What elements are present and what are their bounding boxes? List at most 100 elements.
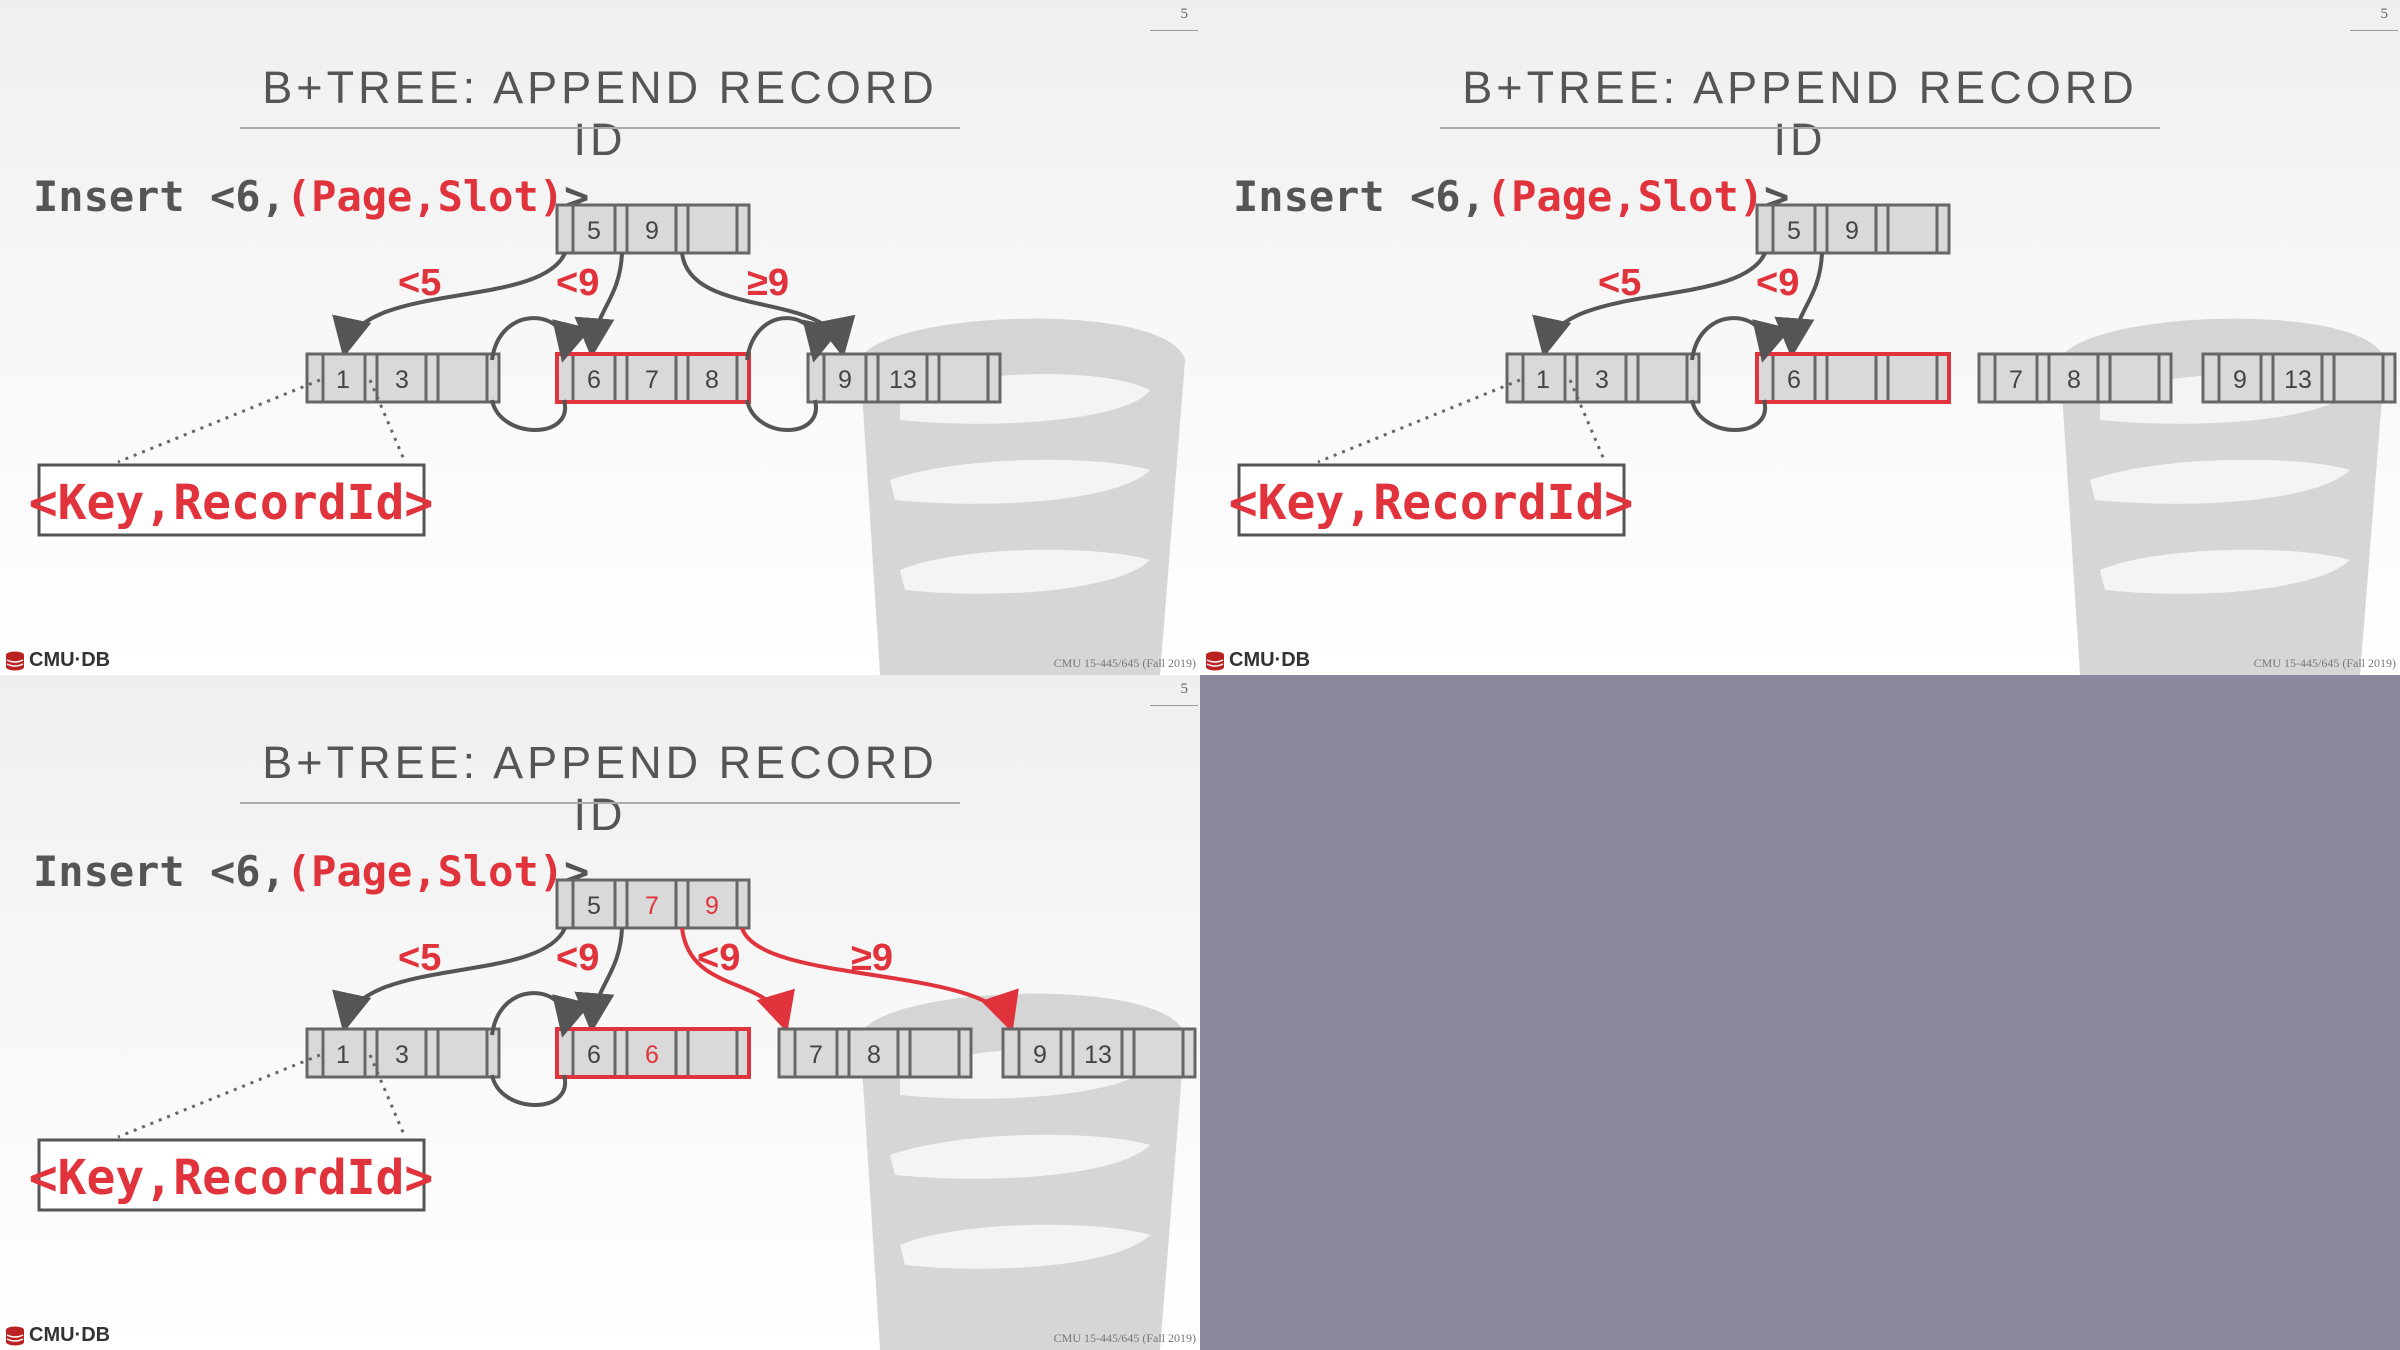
edge-label-lt5: <5 xyxy=(398,937,441,979)
title-rule xyxy=(240,802,960,804)
database-icon xyxy=(1206,651,1224,670)
dotted-pointer-b xyxy=(368,379,407,463)
leaf-3-key-1: 9 xyxy=(838,366,852,394)
page-number: 5 xyxy=(1180,681,1189,697)
dotted-pointer-a xyxy=(117,1053,321,1139)
key-record-label: <Key,RecordId> xyxy=(29,1150,434,1206)
bplus-tree-diagram: 5 9 <5 <9 ≥9 1 3 6 7 8 xyxy=(29,203,1002,537)
root-node xyxy=(555,203,751,255)
key-record-label: <Key,RecordId> xyxy=(29,475,434,531)
leaf-node-2 xyxy=(1755,352,1951,404)
leaf-1-key-2: 3 xyxy=(395,366,409,394)
leaf-3-key-1: 7 xyxy=(2009,366,2023,394)
key-record-box xyxy=(1237,463,1626,537)
cmu-db-logo: CMU·DB xyxy=(1205,649,1310,672)
leaf-1-key-2: 3 xyxy=(1595,366,1609,394)
footer-course: CMU 15-445/645 (Fall 2019) xyxy=(1053,656,1196,670)
leaf-4-key-2: 13 xyxy=(1084,1041,1112,1069)
edge-lt5 xyxy=(332,927,567,1033)
page-number-rule xyxy=(2350,30,2398,31)
root-key-1: 5 xyxy=(587,217,601,245)
key-record-label: <Key,RecordId> xyxy=(1229,475,1634,531)
title-rule xyxy=(1440,127,2160,129)
sibling-pointer-1 xyxy=(490,316,565,432)
root-node xyxy=(1755,203,1951,255)
empty-panel xyxy=(1200,675,2400,1350)
edge-label-ge9-new: ≥9 xyxy=(851,937,893,979)
leaf-2-key-3: 8 xyxy=(705,366,719,394)
insert-statement: Insert <6,(Page,Slot)> xyxy=(1233,172,1789,221)
leaf-node-1 xyxy=(305,1027,501,1079)
insert-prefix: Insert <6, xyxy=(1233,172,1486,221)
edge-ge9-new xyxy=(740,927,1019,1033)
key-record-box xyxy=(37,463,426,537)
insert-page-slot: (Page,Slot) xyxy=(285,847,565,896)
edge-label-lt9-new: <9 xyxy=(697,937,740,979)
leaf-node-1 xyxy=(305,352,501,404)
logo-text: CMU·DB xyxy=(29,1324,111,1346)
page-number: 5 xyxy=(1180,6,1189,22)
slide-title: B+TREE: APPEND RECORD ID xyxy=(262,62,938,165)
sibling-pointer-1 xyxy=(490,991,565,1107)
edge-label-lt9: <9 xyxy=(556,262,599,304)
dotted-pointer-b xyxy=(1568,379,1607,463)
key-record-box xyxy=(37,1138,426,1212)
slide-3: 5 B+TREE: APPEND RECORD ID Insert <6,(Pa… xyxy=(0,675,1200,1350)
edge-label-lt5: <5 xyxy=(1598,262,1641,304)
insert-statement: Insert <6,(Page,Slot)> xyxy=(33,847,589,896)
leaf-2-key-1: 6 xyxy=(587,1041,601,1069)
edge-lt5 xyxy=(332,252,567,358)
logo-text: CMU·DB xyxy=(29,649,111,671)
bplus-tree-diagram: 5 7 9 <5 <9 <9 ≥9 1 3 6 6 xyxy=(29,878,1197,1212)
database-icon xyxy=(6,651,24,670)
edge-lt9-new xyxy=(680,927,795,1033)
leaf-node-3 xyxy=(777,1027,973,1079)
page-number-rule xyxy=(1150,30,1198,31)
leaf-node-3 xyxy=(1977,352,2173,404)
logo-text: CMU·DB xyxy=(1229,649,1311,671)
leaf-1-key-2: 3 xyxy=(395,1041,409,1069)
edge-label-lt9: <9 xyxy=(1756,262,1799,304)
root-key-1: 5 xyxy=(1787,217,1801,245)
db-cylinder-watermark xyxy=(860,993,1185,1350)
edge-lt5 xyxy=(1532,252,1767,358)
edge-label-lt9: <9 xyxy=(556,937,599,979)
title-rule xyxy=(240,127,960,129)
insert-page-slot: (Page,Slot) xyxy=(1485,172,1765,221)
leaf-3-key-1: 7 xyxy=(809,1041,823,1069)
leaf-2-key-2: 6 xyxy=(645,1041,659,1069)
sibling-pointer-1 xyxy=(1690,316,1765,432)
root-key-1: 5 xyxy=(587,892,601,920)
root-key-3: 9 xyxy=(705,892,719,920)
cmu-db-logo: CMU·DB xyxy=(5,649,110,672)
leaf-node-4 xyxy=(2201,352,2397,404)
edge-label-lt5: <5 xyxy=(398,262,441,304)
leaf-4-key-1: 9 xyxy=(2233,366,2247,394)
sibling-pointer-2 xyxy=(745,316,816,432)
leaf-2-key-1: 6 xyxy=(587,366,601,394)
db-cylinder-watermark xyxy=(2060,318,2385,675)
cmu-db-logo: CMU·DB xyxy=(5,1324,110,1347)
insert-prefix: Insert <6, xyxy=(33,172,286,221)
footer-course: CMU 15-445/645 (Fall 2019) xyxy=(1053,1331,1196,1345)
root-key-2: 7 xyxy=(645,892,659,920)
slide-title: B+TREE: APPEND RECORD ID xyxy=(1462,62,2138,165)
dotted-pointer-a xyxy=(1317,378,1521,464)
leaf-1-key-1: 1 xyxy=(1536,366,1550,394)
page-number-rule xyxy=(1150,705,1198,706)
leaf-node-4 xyxy=(1001,1027,1197,1079)
leaf-2-key-1: 6 xyxy=(1787,366,1801,394)
dotted-pointer-b xyxy=(368,1054,407,1138)
leaf-4-key-2: 13 xyxy=(2284,366,2312,394)
leaf-3-key-2: 8 xyxy=(867,1041,881,1069)
insert-prefix: Insert <6, xyxy=(33,847,286,896)
insert-page-slot: (Page,Slot) xyxy=(285,172,565,221)
leaf-node-1 xyxy=(1505,352,1701,404)
slide-title: B+TREE: APPEND RECORD ID xyxy=(262,737,938,840)
slide-1: 5 B+TREE: APPEND RECORD ID Insert <6,(Pa… xyxy=(0,0,1200,675)
leaf-4-key-1: 9 xyxy=(1033,1041,1047,1069)
dotted-pointer-a xyxy=(117,378,321,464)
leaf-1-key-1: 1 xyxy=(336,1041,350,1069)
leaf-1-key-1: 1 xyxy=(336,366,350,394)
footer-course: CMU 15-445/645 (Fall 2019) xyxy=(2253,656,2396,670)
